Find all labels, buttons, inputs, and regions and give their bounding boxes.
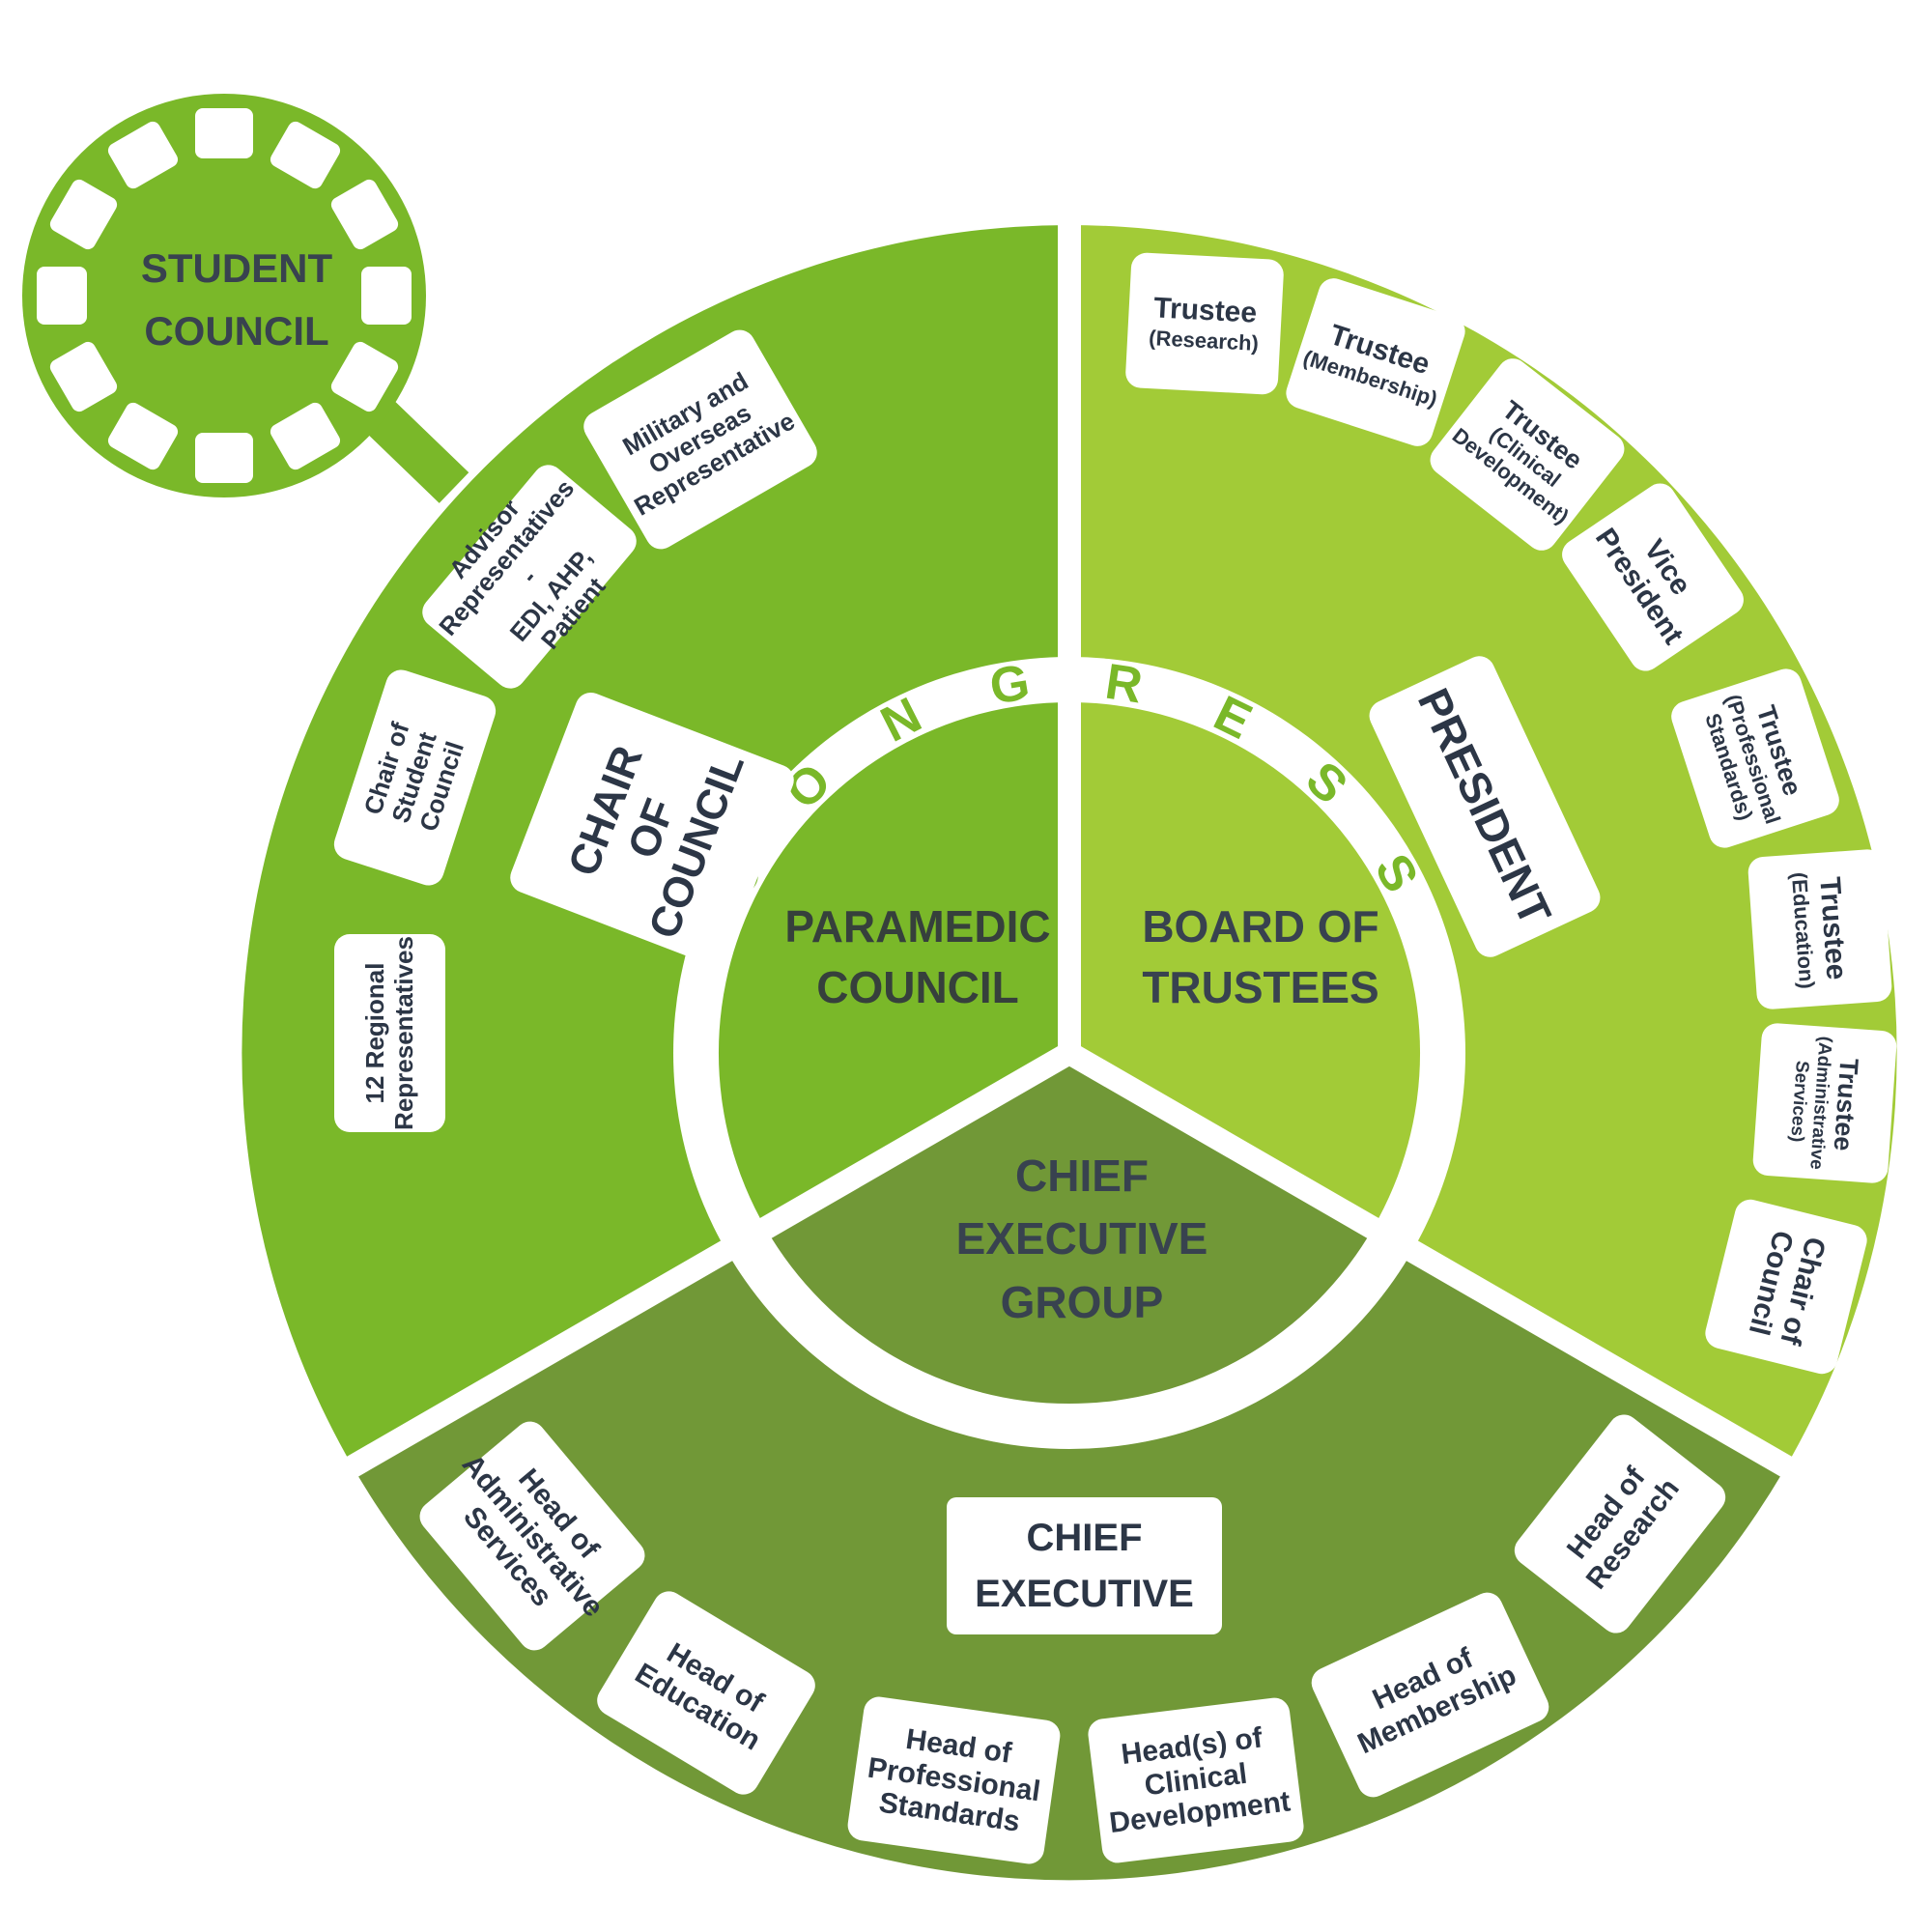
student-seat xyxy=(330,341,399,412)
student-council-seats xyxy=(37,108,412,483)
student-seat xyxy=(361,267,412,325)
student-seat xyxy=(270,402,341,470)
student-seat xyxy=(270,121,341,189)
congress-letter: R xyxy=(1102,654,1147,715)
student-seat xyxy=(195,433,253,483)
student-seat xyxy=(107,121,179,189)
student-seat xyxy=(37,267,87,325)
sector-dividers xyxy=(330,208,1808,1487)
student-seat xyxy=(330,179,399,250)
congress-letter: G xyxy=(986,654,1034,716)
student-seat xyxy=(49,179,118,250)
student-council-circle xyxy=(22,94,426,497)
student-seat xyxy=(107,402,179,470)
student-seat xyxy=(195,108,253,158)
student-seat xyxy=(49,341,118,412)
